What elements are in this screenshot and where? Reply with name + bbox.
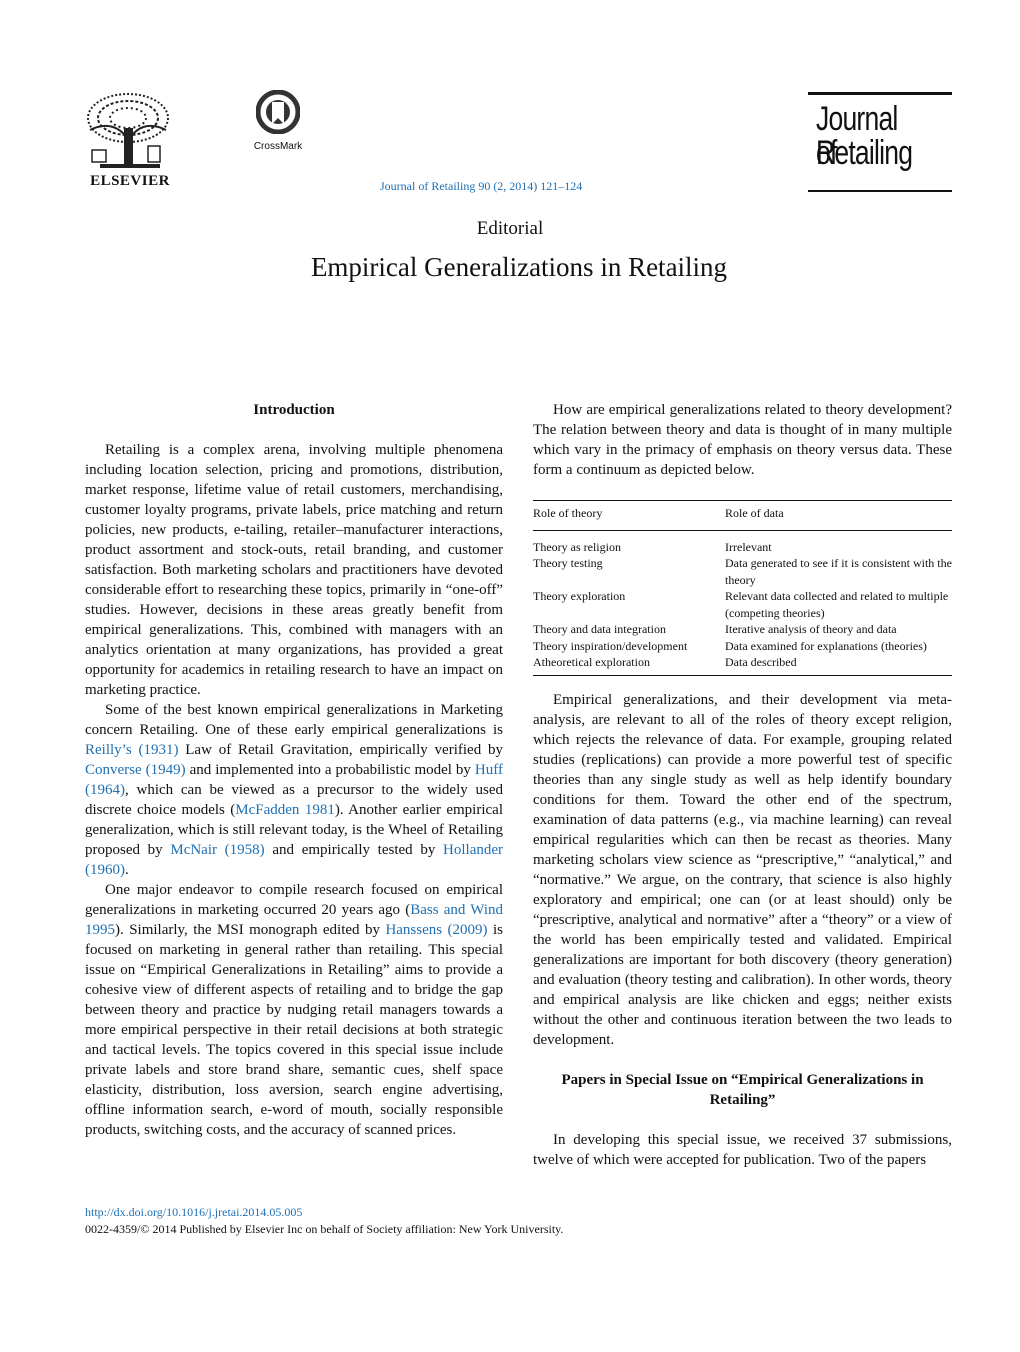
table-cell: Data examined for explanations (theories… xyxy=(725,638,927,653)
table-row: Theory as religion Irrelevant xyxy=(533,530,952,555)
paragraph: How are empirical generalizations relate… xyxy=(533,402,952,478)
table-cell: Irrelevant xyxy=(725,539,772,554)
table-cell: Data generated to see if it is consisten… xyxy=(725,556,952,587)
reference-link[interactable]: McNair (1958) xyxy=(170,842,265,858)
table-cell: Theory as religion xyxy=(533,539,621,554)
article-title: Empirical Generalizations in Retailing xyxy=(310,252,728,282)
copyright-notice: 0022-4359/© 2014 Published by Elsevier I… xyxy=(85,1222,564,1236)
table-row: Theory inspiration/development Data exam… xyxy=(533,638,952,655)
journal-logo: Journal of Retailing xyxy=(808,92,952,192)
crossmark-icon xyxy=(255,89,301,135)
theory-data-table: Role of theory Role of data Theory as re… xyxy=(533,500,952,676)
paragraph: Empirical generalizations, and their dev… xyxy=(533,691,952,1048)
table-header-row: Role of theory Role of data xyxy=(533,500,952,530)
crossmark-label: CrossMark xyxy=(253,141,303,152)
paragraph: One major endeavor to compile research f… xyxy=(85,882,503,1138)
reference-link[interactable]: McFadden 1981 xyxy=(235,802,335,818)
paragraph: Retailing is a complex arena, involving … xyxy=(85,442,503,698)
reference-link[interactable]: Converse (1949) xyxy=(85,762,186,778)
table-header-cell: Role of data xyxy=(725,506,784,520)
table-cell: Theory inspiration/development xyxy=(533,638,688,653)
table-row: Theory testing Data generated to see if … xyxy=(533,555,952,588)
left-column: Introduction Retailing is a complex aren… xyxy=(85,400,503,1140)
table-cell: Relevant data collected and related to m… xyxy=(725,589,949,620)
elsevier-tree-icon xyxy=(80,90,180,190)
section-label: Editorial xyxy=(476,218,544,239)
reference-link[interactable]: Bass and Wind 1995 xyxy=(85,902,503,938)
journal-citation-link[interactable]: Journal of Retailing 90 (2, 2014) 121–12… xyxy=(380,179,583,193)
journal-logo-line2: Retailing xyxy=(816,134,913,172)
table-row: Atheoretical exploration Data described xyxy=(533,654,952,675)
table-cell: Theory and data integration xyxy=(533,622,666,636)
table-row: Theory exploration Relevant data collect… xyxy=(533,588,952,621)
doi-link[interactable]: http://dx.doi.org/10.1016/j.jretai.2014.… xyxy=(85,1205,303,1219)
crossmark-badge[interactable]: CrossMark xyxy=(250,89,306,152)
table-cell: Data described xyxy=(725,655,797,669)
paragraph: In developing this special issue, we rec… xyxy=(533,1131,952,1168)
reference-link[interactable]: Huff (1964) xyxy=(85,762,503,798)
table-cell: Iterative analysis of theory and data xyxy=(725,622,897,636)
table-cell: Theory testing xyxy=(533,556,603,570)
table-cell: Atheoretical exploration xyxy=(533,655,650,669)
reference-link[interactable]: Hollander (1960) xyxy=(85,842,504,878)
reference-link[interactable]: Reilly’s (1931) xyxy=(85,742,179,758)
table-cell: Theory exploration xyxy=(533,589,626,603)
journal-logo-line1: Journal of xyxy=(816,100,898,172)
table-header-cell: Role of theory xyxy=(533,506,603,520)
table-row: Theory and data integration Iterative an… xyxy=(533,621,952,638)
reference-link[interactable]: Hanssens (2009) xyxy=(385,922,488,938)
publisher-name: ELSEVIER xyxy=(90,173,170,189)
heading-introduction: Introduction xyxy=(253,402,335,418)
heading-special-issue-papers: Papers in Special Issue on “Empirical Ge… xyxy=(561,1071,924,1108)
paragraph: Some of the best known empirical general… xyxy=(85,702,504,878)
right-column: How are empirical generalizations relate… xyxy=(533,400,952,1170)
